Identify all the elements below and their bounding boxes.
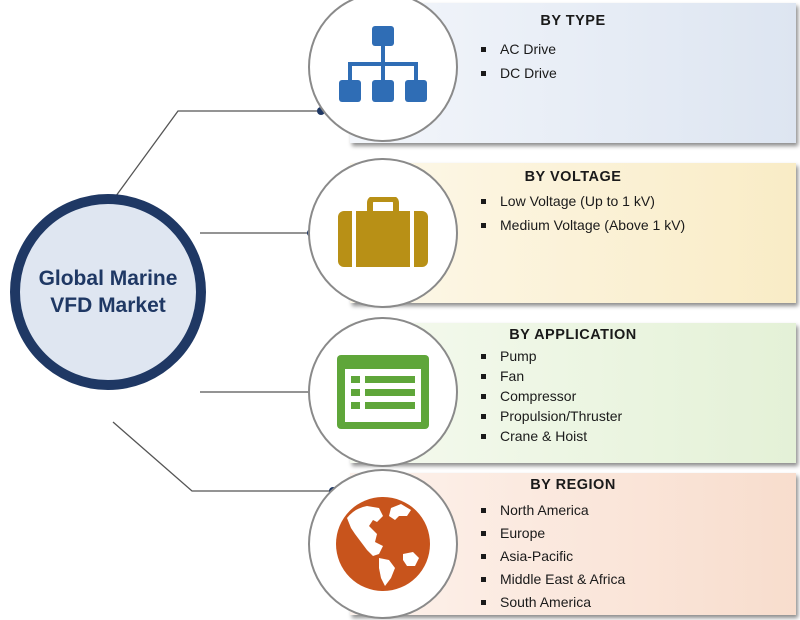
segment-list-type: AC Drive DC Drive <box>478 37 557 85</box>
segment-title-application: BY APPLICATION <box>509 327 637 343</box>
list-item: Crane & Hoist <box>478 426 622 446</box>
list-item: Europe <box>478 522 625 545</box>
list-item: North America <box>478 499 625 522</box>
globe-icon <box>336 497 430 591</box>
list-item: AC Drive <box>478 37 557 61</box>
central-hub-circle: Global Marine VFD Market <box>10 194 206 390</box>
briefcase-icon <box>338 197 428 267</box>
segment-list-region: North America Europe Asia-Pacific Middle… <box>478 499 625 614</box>
list-item: Low Voltage (Up to 1 kV) <box>478 189 685 213</box>
segment-badge-voltage <box>308 158 458 308</box>
connector-region <box>112 421 333 492</box>
list-item: DC Drive <box>478 61 557 85</box>
connector-type <box>112 110 321 201</box>
segment-title-type: BY TYPE <box>540 13 606 29</box>
segment-badge-application <box>308 317 458 467</box>
list-window-icon <box>337 355 429 429</box>
segment-badge-region <box>308 469 458 619</box>
segment-title-voltage: BY VOLTAGE <box>524 169 622 185</box>
list-item: Middle East & Africa <box>478 568 625 591</box>
segment-title-region: BY REGION <box>530 477 616 493</box>
list-item: Medium Voltage (Above 1 kV) <box>478 213 685 237</box>
hub-title: Global Marine VFD Market <box>38 267 178 317</box>
hierarchy-icon <box>339 26 427 102</box>
segment-list-application: Pump Fan Compressor Propulsion/Thruster … <box>478 346 622 446</box>
list-item: Pump <box>478 346 622 366</box>
list-item: Asia-Pacific <box>478 545 625 568</box>
segment-list-voltage: Low Voltage (Up to 1 kV) Medium Voltage … <box>478 189 685 237</box>
list-item: South America <box>478 591 625 614</box>
list-item: Compressor <box>478 386 622 406</box>
segment-badge-type <box>308 0 458 142</box>
list-item: Propulsion/Thruster <box>478 406 622 426</box>
list-item: Fan <box>478 366 622 386</box>
